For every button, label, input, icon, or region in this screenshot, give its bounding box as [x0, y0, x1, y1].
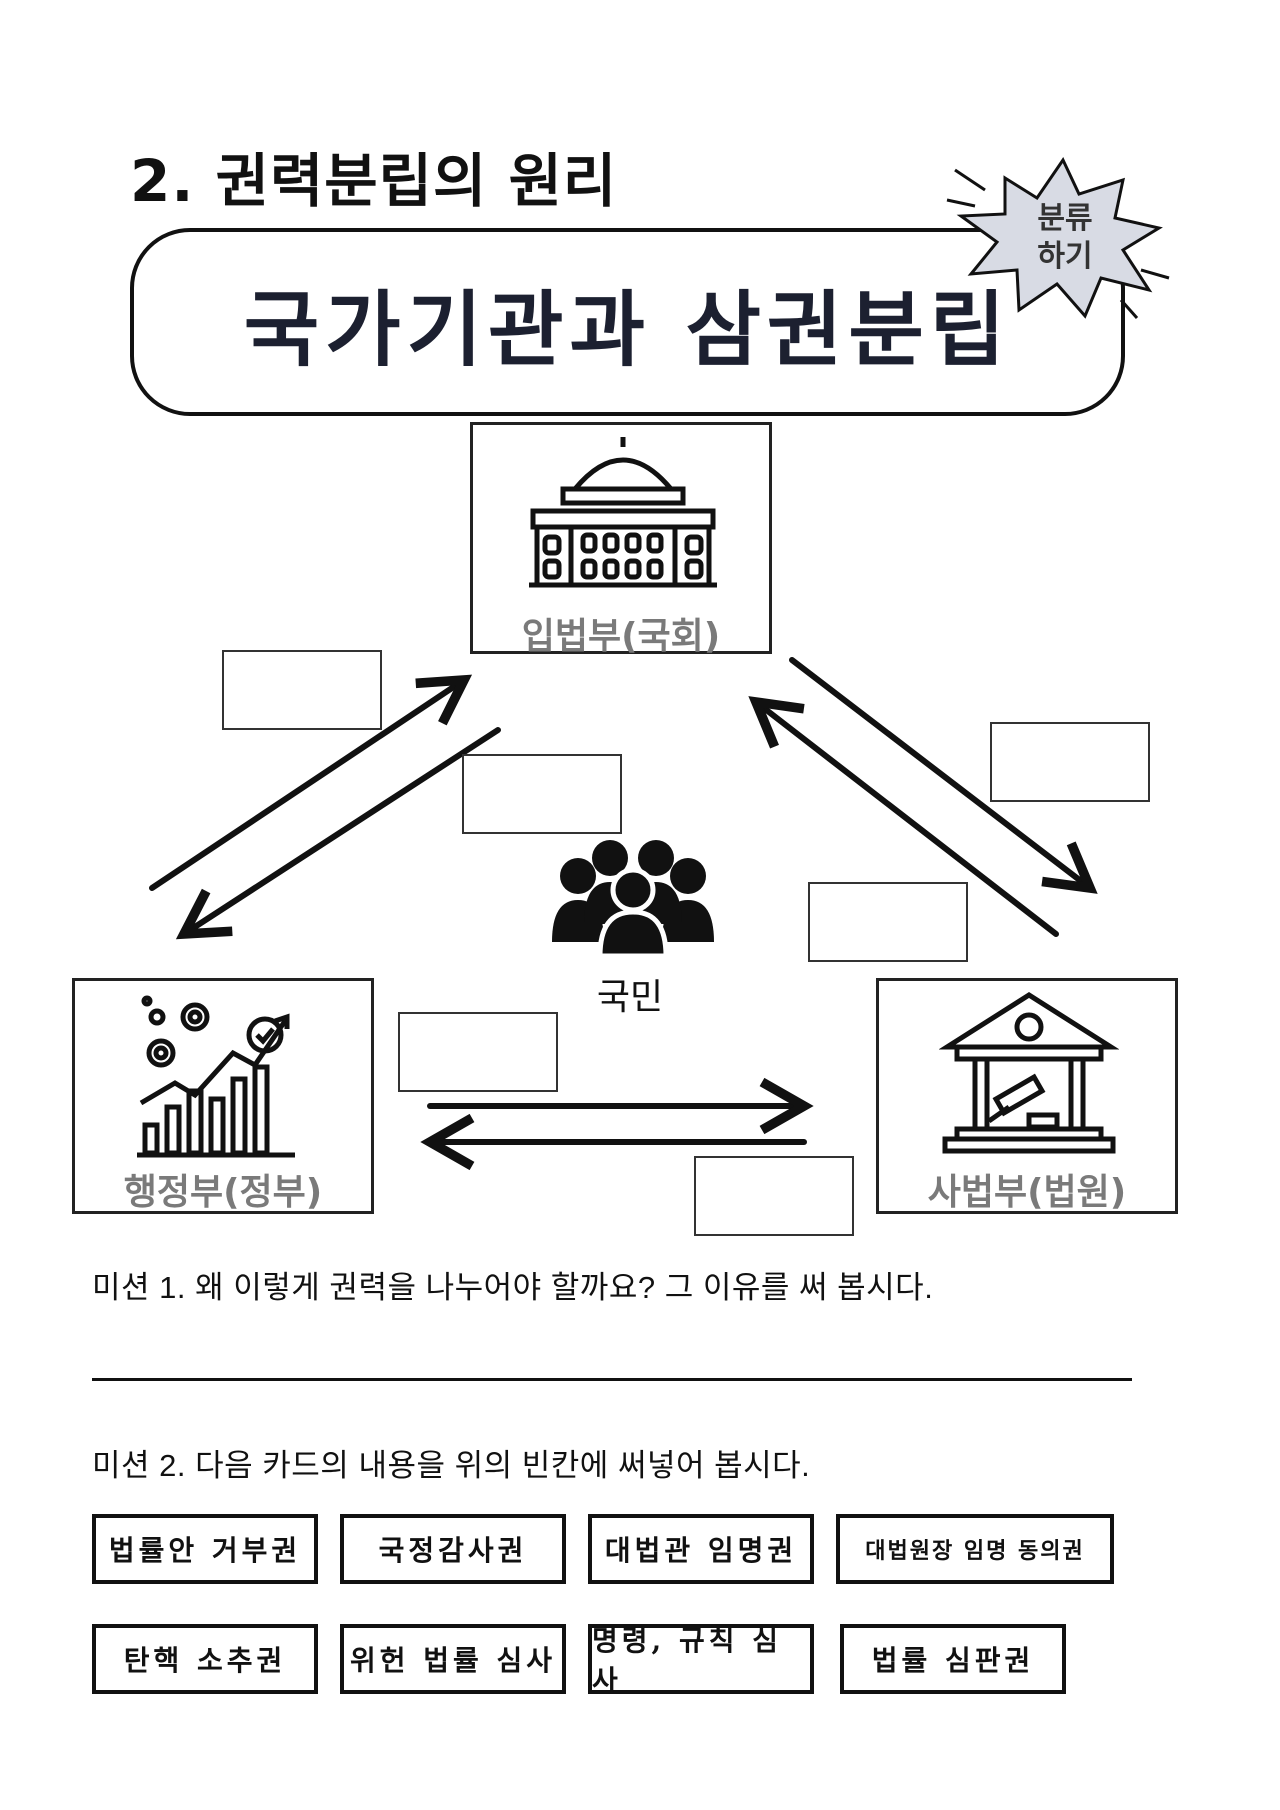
legislative-label: 입법부(국회) — [521, 616, 721, 657]
card-8[interactable]: 법률 심판권 — [840, 1624, 1066, 1694]
judicial-box: 사법부(법원) — [876, 978, 1178, 1214]
blank-box-3[interactable] — [990, 722, 1150, 802]
card-6[interactable]: 위헌 법률 심사 — [340, 1624, 566, 1694]
blank-box-5[interactable] — [398, 1012, 558, 1092]
blank-box-2[interactable] — [462, 754, 622, 834]
executive-box: 행정부(정부) — [72, 978, 374, 1214]
blank-box-4[interactable] — [808, 882, 968, 962]
arrow-legislative-to-executive — [175, 727, 501, 940]
judicial-label: 사법부(법원) — [927, 1172, 1127, 1213]
mission-1: 미션 1. 왜 이렇게 권력을 나누어야 할까요? 그 이유를 써 봅시다. — [92, 1270, 934, 1305]
badge-line-2: 하기 — [1037, 239, 1093, 274]
card-2[interactable]: 국정감사권 — [340, 1514, 566, 1584]
card-4[interactable]: 대법원장 임명 동의권 — [836, 1514, 1114, 1584]
blank-box-1[interactable] — [222, 650, 382, 730]
mission-2: 미션 2. 다음 카드의 내용을 위의 빈칸에 써넣어 봅시다. — [92, 1448, 811, 1483]
courthouse-gavel-icon — [939, 992, 1119, 1154]
people-label: 국민 — [596, 977, 664, 1018]
banner: 국가기관과 삼권분립 — [130, 228, 1125, 416]
burst-badge-icon — [946, 156, 1170, 319]
badge-line-1: 분류 — [1037, 201, 1093, 236]
legislative-box: 입법부(국회) — [470, 422, 772, 657]
assembly-building-icon — [529, 437, 717, 588]
card-5[interactable]: 탄핵 소추권 — [92, 1624, 318, 1694]
badge-text: 분류 하기 — [1010, 200, 1120, 276]
answer-line[interactable] — [92, 1378, 1132, 1381]
card-3[interactable]: 대법관 임명권 — [588, 1514, 814, 1584]
card-1[interactable]: 법률안 거부권 — [92, 1514, 318, 1584]
card-7[interactable]: 명령, 규칙 심사 — [588, 1624, 814, 1697]
section-title: 2. 권력분립의 원리 — [130, 147, 618, 215]
growth-chart-gears-icon — [137, 995, 295, 1158]
blank-box-6[interactable] — [694, 1156, 854, 1236]
banner-title: 국가기관과 삼권분립 — [243, 281, 1012, 378]
people-group-icon — [552, 840, 714, 958]
executive-label: 행정부(정부) — [123, 1172, 323, 1213]
